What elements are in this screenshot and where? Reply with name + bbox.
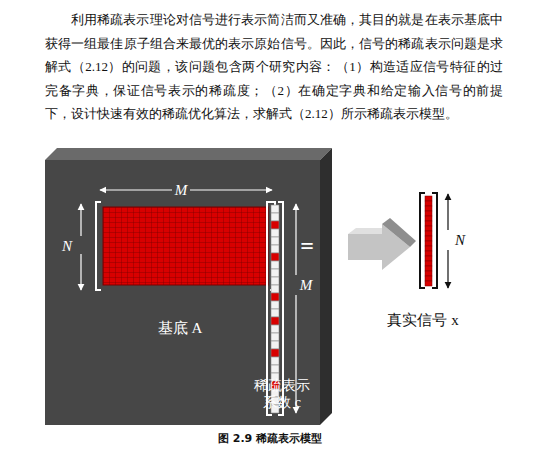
vector-cell [425, 216, 432, 221]
body-paragraph: 利用稀疏表示理论对信号进行表示简洁而又准确，其目的就是在表示基底中获得一组最佳原… [45, 8, 503, 126]
vector-cell [425, 201, 432, 206]
vector-cell [271, 357, 279, 365]
box-side [320, 148, 332, 425]
vector-cell [271, 301, 279, 309]
vector-cell [271, 333, 279, 341]
vector-cell [425, 226, 432, 231]
dimension-arrow [295, 204, 296, 275]
dimension-label: N [455, 231, 465, 249]
vector-bracket [432, 193, 437, 288]
vector-cell [425, 241, 432, 246]
vector-cell [271, 365, 279, 373]
vector-cell [425, 206, 432, 211]
vector-cell [425, 196, 432, 201]
block-arrow-side [382, 218, 416, 247]
vector-cell [425, 271, 432, 276]
vector-cell [271, 309, 279, 317]
vector-cell [425, 231, 432, 236]
vector-cell [271, 293, 279, 301]
vector-cell [425, 236, 432, 241]
vector-cell [271, 245, 279, 253]
matrix-label: 基底 A [158, 319, 203, 337]
matrix-grid [103, 207, 268, 285]
figure-caption: 图 2.9 稀疏表示模型 [218, 431, 322, 446]
vector-cell [271, 213, 279, 221]
vector-cell [271, 261, 279, 269]
vector-cell [425, 211, 432, 216]
vector-cell [425, 251, 432, 256]
dimension-label: M [175, 181, 188, 199]
dimension-arrow [447, 194, 448, 230]
vector-cell [271, 221, 279, 229]
dimension-arrow [100, 189, 172, 190]
vector-cell [425, 266, 432, 271]
vector-cell [425, 256, 432, 261]
box-top [45, 148, 332, 160]
vector-bracket [420, 193, 425, 288]
vector-label: 稀疏表示 系数 c [251, 377, 313, 411]
dimension-label: N [62, 237, 72, 255]
vector-cell [425, 276, 432, 281]
vector-cell [271, 237, 279, 245]
vector-cell [271, 253, 279, 261]
block-arrow-top [348, 224, 382, 234]
dimension-arrow [80, 204, 81, 236]
vector-cell [425, 246, 432, 251]
dimension-label: M [300, 276, 313, 294]
matrix-bracket [96, 202, 101, 290]
vector-cell [425, 221, 432, 226]
vector-cell [425, 281, 432, 286]
vector-cell [271, 349, 279, 357]
dimension-arrow [447, 250, 448, 288]
vector-cell [271, 269, 279, 277]
equals-sign: = [300, 232, 314, 261]
vector-cell [271, 229, 279, 237]
vector-cell [271, 285, 279, 293]
dimension-arrow [80, 254, 81, 290]
vector-cell [271, 325, 279, 333]
vector-cell [271, 341, 279, 349]
vector-cell [271, 277, 279, 285]
dimension-arrow [190, 189, 272, 190]
vector-cell [271, 317, 279, 325]
vector-label: 真实信号 x [387, 311, 458, 329]
vector-cell [271, 205, 279, 213]
box-front [45, 160, 320, 425]
vector-cell [425, 261, 432, 266]
